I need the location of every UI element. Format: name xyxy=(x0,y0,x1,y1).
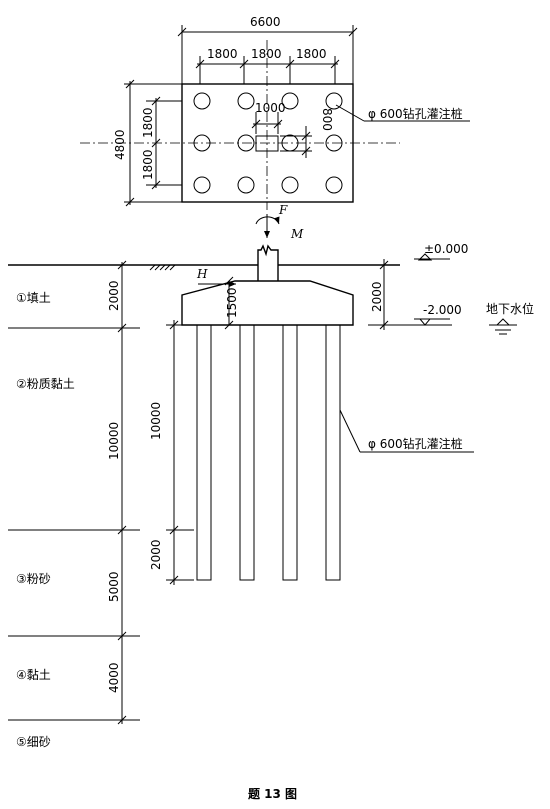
force-label: F xyxy=(278,203,288,217)
ground-elevation: ±0.000 xyxy=(424,242,468,256)
plan-spacing-2: 1800 xyxy=(251,47,282,61)
plan-pile xyxy=(193,92,211,110)
section-pile xyxy=(282,324,298,581)
water-table-label: 地下水位 xyxy=(486,301,534,316)
layer-name: ①填土 xyxy=(16,291,51,305)
plan-column-size: 1000 xyxy=(255,101,286,115)
plan-pile-label: φ 600钻孔灌注桩 xyxy=(368,106,463,121)
water-table-marker xyxy=(495,318,511,326)
layer-name: ②粉质黏土 xyxy=(16,377,75,391)
layer-thickness: 4000 xyxy=(107,662,121,693)
layer-thickness: 5000 xyxy=(107,571,121,602)
plan-pile xyxy=(237,176,255,194)
cap-height: 1500 xyxy=(225,287,239,318)
plan-row-spacing-1: 1800 xyxy=(141,107,155,138)
ground-hatch xyxy=(149,264,176,271)
plan-pile xyxy=(281,92,299,110)
ground-elev-marker xyxy=(417,253,433,261)
cap-bottom-elev-marker xyxy=(418,318,432,326)
section-cap xyxy=(181,280,354,326)
pile-top-segment: 10000 xyxy=(149,402,163,440)
horizontal-force-label: H xyxy=(196,267,208,281)
layer-name: ④黏土 xyxy=(16,668,51,682)
plan-spacing-1: 1800 xyxy=(207,47,238,61)
pile-bottom-segment: 2000 xyxy=(149,539,163,570)
plan-piles xyxy=(193,92,343,194)
plan-pile xyxy=(325,176,343,194)
plan-pile xyxy=(193,176,211,194)
plan-overall-width: 6600 xyxy=(250,15,281,29)
section-view: 1500 10000 2000 φ 600钻孔灌注桩 xyxy=(8,244,474,585)
plan-view: 6600 1800 1800 1800 xyxy=(80,15,470,210)
layer-thickness: 2000 xyxy=(107,280,121,311)
plan-overall-height: 4800 xyxy=(113,129,127,160)
section-pile xyxy=(196,324,212,581)
elevation-marks: 2000 ±0.000 -2.000 地下水位 xyxy=(368,242,534,335)
section-column xyxy=(257,244,279,281)
plan-pile xyxy=(281,176,299,194)
plan-spacing-3: 1800 xyxy=(296,47,327,61)
plan-row-spacing-2: 1800 xyxy=(141,149,155,180)
figure-caption: 题 13 图 xyxy=(248,787,297,801)
layer-name: ⑤细砂 xyxy=(16,735,51,749)
section-pile-label: φ 600钻孔灌注桩 xyxy=(368,436,463,451)
soil-layers: ①填土 ②粉质黏土 ③粉砂 ④黏土 ⑤细砂 2000 10000 5000 40… xyxy=(8,260,140,749)
section-pile xyxy=(325,324,341,581)
layer-name: ③粉砂 xyxy=(16,572,51,586)
plan-pile xyxy=(325,92,343,110)
section-pile xyxy=(239,324,255,581)
cap-depth-right: 2000 xyxy=(370,281,384,312)
plan-column xyxy=(255,135,279,152)
moment-label: M xyxy=(290,227,304,241)
moment-arrow xyxy=(255,216,280,225)
plan-pile xyxy=(237,92,255,110)
plan-column-depth: 800 xyxy=(320,108,334,131)
plan-pile xyxy=(237,134,255,152)
plan-pile xyxy=(325,134,343,152)
loads: F M H xyxy=(196,203,304,287)
cap-bottom-elevation: -2.000 xyxy=(423,303,462,317)
plan-pile xyxy=(193,134,211,152)
layer-thickness: 10000 xyxy=(107,422,121,460)
